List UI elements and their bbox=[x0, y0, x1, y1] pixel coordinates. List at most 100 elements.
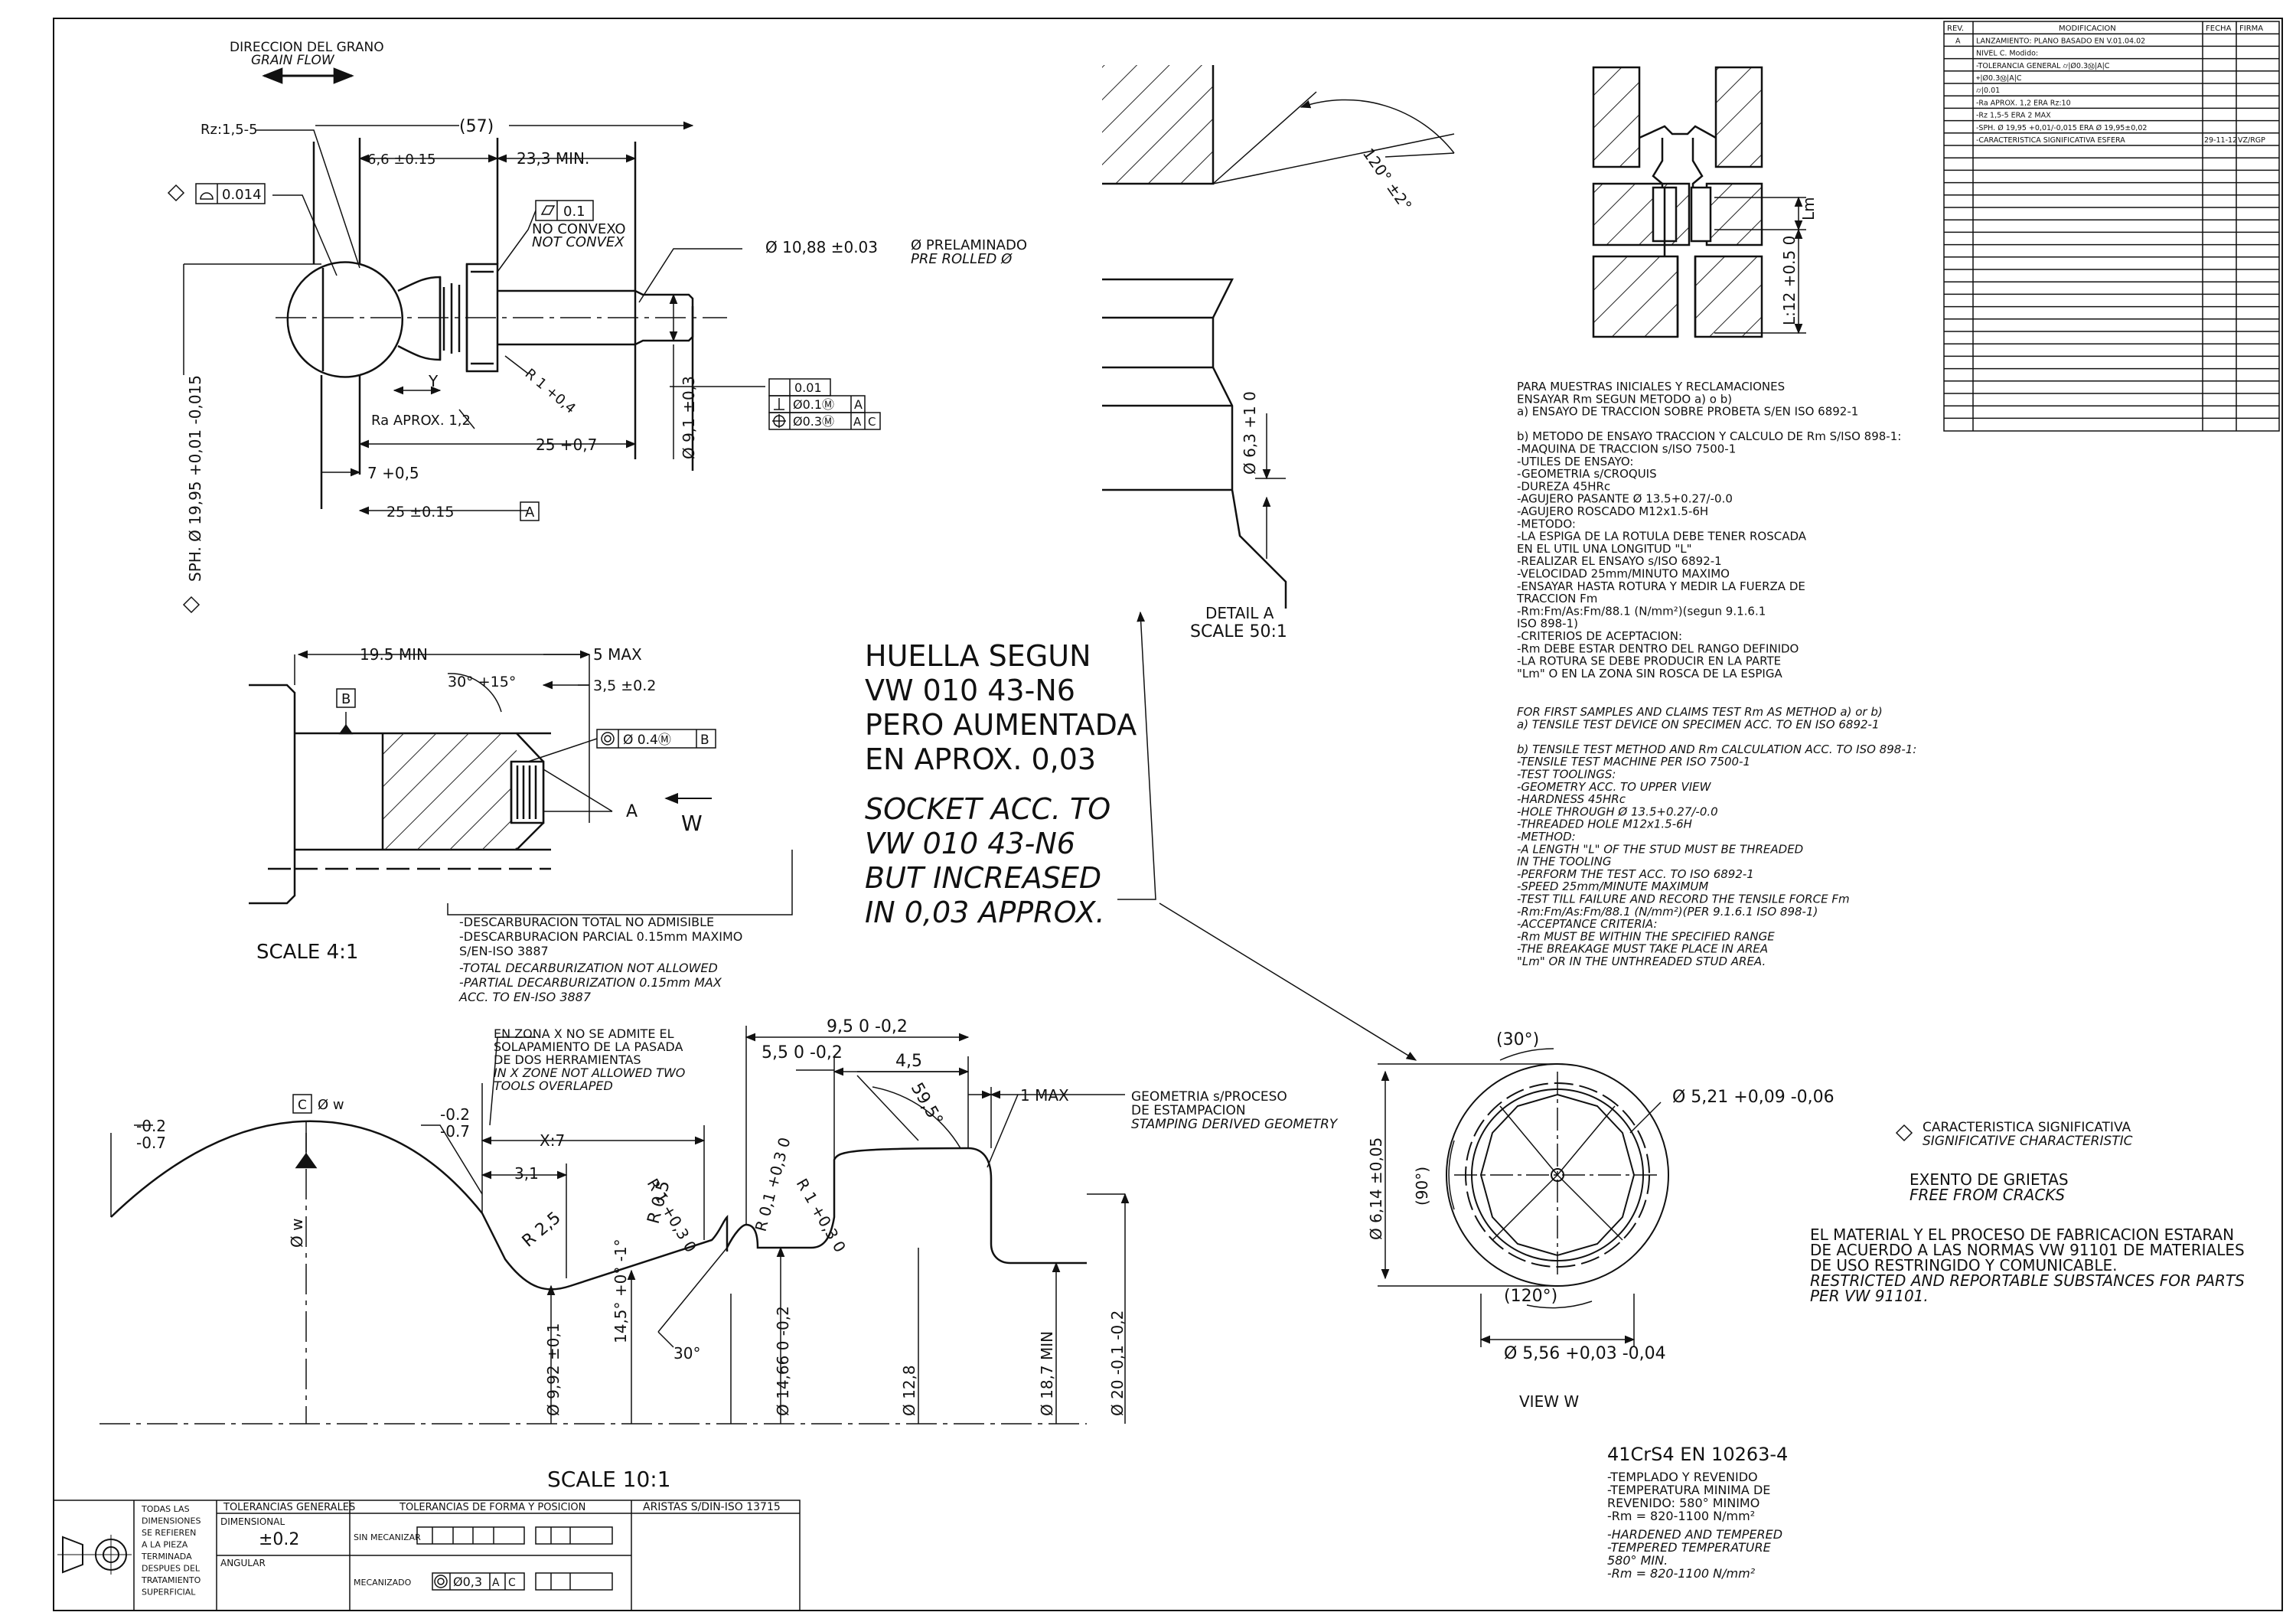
machined-tolerance: Ø0,3 bbox=[453, 1575, 482, 1589]
view-w-angle-120: (120°) bbox=[1504, 1287, 1557, 1306]
view-w-dim-6-14: Ø 6,14 ±0,05 bbox=[1367, 1137, 1385, 1240]
roughness-ra: Ra APROX. 1,2 bbox=[371, 413, 471, 429]
test-note-es-line-8: -DUREZA 45HRc bbox=[1517, 479, 1610, 493]
revision-table bbox=[1943, 21, 2280, 432]
dim-sphere-diameter: SPH. Ø 19,95 +0,01 -0,015 bbox=[186, 375, 204, 582]
material-treatment-es-line-3: -Rm = 820-1100 N/mm² bbox=[1607, 1509, 1755, 1523]
socket-en-line-2: BUT INCREASED bbox=[865, 861, 1101, 895]
datum-b-box bbox=[336, 688, 356, 708]
dim-diameter-14-66: Ø 14,66 0 -0,2 bbox=[774, 1306, 792, 1416]
revision-cell-3-1: ⌖|Ø0.3Ⓜ|A|C bbox=[1976, 74, 2022, 83]
significant-characteristic-diamond bbox=[182, 596, 201, 614]
test-note-es-line-19: ISO 898-1) bbox=[1517, 617, 1578, 631]
dim-y: Y bbox=[428, 372, 439, 390]
title-block-note-line-5: DESPUES DEL bbox=[142, 1564, 201, 1574]
test-note-es-line-1: ENSAYAR Rm SEGUN METODO a) o b) bbox=[1517, 392, 1732, 406]
stamping-note-en: STAMPING DERIVED GEOMETRY bbox=[1131, 1117, 1339, 1132]
dim-3-1: 3,1 bbox=[514, 1164, 539, 1183]
test-note-en-line-13: -PERFORM THE TEST ACC. TO ISO 6892-1 bbox=[1517, 867, 1754, 881]
position-value: Ø0.3Ⓜ bbox=[793, 414, 834, 429]
revision-cell-0-0: A bbox=[1955, 37, 1961, 45]
angle-30: 30° bbox=[673, 1344, 700, 1363]
revision-cell-2-1: -TOLERANCIA GENERAL ⌭|Ø0.3Ⓜ|A|C bbox=[1976, 62, 2110, 70]
test-note-en-line-18: -Rm MUST BE WITHIN THE SPECIFIED RANGE bbox=[1517, 929, 1775, 943]
restricted-substances-note-en: RESTRICTED AND REPORTABLE SUBSTANCES FOR… bbox=[1810, 1271, 2245, 1305]
decarb-en-line-0: -TOTAL DECARBURIZATION NOT ALLOWED bbox=[459, 961, 718, 975]
unmachined-label: SIN MECANIZAR bbox=[354, 1532, 421, 1542]
view-w-angle-30: (30°) bbox=[1496, 1030, 1539, 1049]
test-note-en-line-6: -GEOMETRY ACC. TO UPPER VIEW bbox=[1517, 780, 1712, 794]
title-block-note-line-1: DIMENSIONES bbox=[142, 1516, 201, 1526]
test-note-en-line-10: -METHOD: bbox=[1517, 830, 1576, 844]
significant-characteristic-es: CARACTERISTICA SIGNIFICATIVA bbox=[1923, 1120, 2131, 1135]
dim-5-max: 5 MAX bbox=[593, 645, 642, 664]
roughness-rz: Rz:1,5-5 bbox=[201, 122, 258, 138]
form-position-tolerances-label: TOLERANCIAS DE FORMA Y POSICION bbox=[399, 1502, 585, 1513]
datum-c-label: C bbox=[298, 1098, 307, 1113]
title-block-note-line-2: SE REFIEREN bbox=[142, 1528, 196, 1538]
test-note-en-line-5: -TEST TOOLINGS: bbox=[1517, 768, 1616, 782]
angular-label: ANGULAR bbox=[220, 1558, 266, 1568]
test-l12-label: L:12 +0.5 0 bbox=[1780, 236, 1799, 325]
datum-c-box bbox=[292, 1094, 312, 1114]
concentricity-datum: B bbox=[700, 733, 709, 748]
dim-6-6: 6,6 ±0.15 bbox=[367, 152, 436, 168]
flatness-value: 0.1 bbox=[563, 204, 585, 220]
flatness-frame bbox=[535, 200, 594, 221]
test-note-es-line-6: -UTILES DE ENSAYO: bbox=[1517, 455, 1633, 468]
test-note-es-line-5: -MAQUINA DE TRACCION s/ISO 7500-1 bbox=[1517, 442, 1736, 456]
test-note-en-line-11: -A LENGTH "L" OF THE STUD MUST BE THREAD… bbox=[1517, 842, 1803, 856]
revision-cell-0-1: LANZAMIENTO: PLANO BASADO EN V.01.04.02 bbox=[1976, 37, 2145, 45]
concentricity-frame bbox=[596, 729, 716, 749]
material-treatment-es-line-2: REVENIDO: 580° MINIMO bbox=[1607, 1496, 1760, 1510]
view-w-angle-90: (90°) bbox=[1413, 1167, 1431, 1206]
test-note-en-line-16: -Rm:Fm/As:Fm/88.1 (N/mm²)(PER 9.1.6.1 IS… bbox=[1517, 905, 1818, 919]
dim-5-5: 5,5 0 -0,2 bbox=[762, 1043, 843, 1062]
view-w-arrow-label: W bbox=[681, 811, 703, 836]
not-convex-en: NOT CONVEX bbox=[532, 234, 625, 250]
dim-x-7: X:7 bbox=[540, 1131, 565, 1150]
decarb-es-line-2: S/EN-ISO 3887 bbox=[459, 944, 549, 958]
dim-length-25-b: 25 ±0.15 bbox=[386, 504, 454, 521]
zone-en-line-0: IN X ZONE NOT ALLOWED TWO bbox=[494, 1066, 685, 1080]
revision-cell-8-1: -CARACTERISTICA SIGNIFICATIVA ESFERA bbox=[1976, 136, 2125, 145]
detail-scale-10-1 bbox=[99, 1026, 1130, 1425]
dim-length-25-a: 25 +0,7 bbox=[536, 436, 597, 454]
pre-rolled-es: Ø PRELAMINADO bbox=[911, 237, 1027, 253]
view-w-dim-5-56: Ø 5,56 +0,03 -0,04 bbox=[1504, 1344, 1666, 1363]
dim-3-5: 3,5 ±0.2 bbox=[593, 677, 656, 694]
cylindricity-value: 0.01 bbox=[794, 380, 822, 395]
dim-diameter-10-88: Ø 10,88 ±0.03 bbox=[765, 238, 878, 256]
title-block-note-line-3: A LA PIEZA bbox=[142, 1540, 188, 1550]
stamping-note-es-2: DE ESTAMPACION bbox=[1131, 1103, 1246, 1118]
revision-cell-8-3: VZ/RGP bbox=[2238, 136, 2265, 145]
stamping-note-es-1: GEOMETRIA s/PROCESO bbox=[1131, 1089, 1287, 1105]
section-a-label: A bbox=[626, 802, 638, 821]
zone-es-line-1: SOLAPAMIENTO DE LA PASADA bbox=[494, 1039, 683, 1054]
socket-es-line-0: HUELLA SEGUN bbox=[865, 639, 1091, 673]
decarb-es-line-0: -DESCARBURACION TOTAL NO ADMISIBLE bbox=[459, 915, 714, 929]
title-block-note-line-7: SUPERFICIAL bbox=[142, 1588, 196, 1598]
revision-cell-1-1: NIVEL C. Modido: bbox=[1976, 50, 2038, 58]
material-treatment-en-line-3: -Rm = 820-1100 N/mm² bbox=[1607, 1566, 1756, 1581]
detail-a-title: DETAIL A bbox=[1205, 604, 1274, 622]
test-note-es-line-2: a) ENSAYO DE TRACCION SOBRE PROBETA S/EN… bbox=[1517, 405, 1858, 419]
scale-4-1: SCALE 4:1 bbox=[256, 941, 358, 964]
test-note-es-line-10: -AGUJERO ROSCADO M12x1.5-6H bbox=[1517, 504, 1708, 518]
material-es-line-2: DE USO RESTRINGIDO Y COMUNICABLE. bbox=[1810, 1256, 2117, 1274]
profile-tolerance-value: 0.014 bbox=[222, 187, 262, 203]
detail-a-diameter: Ø 6,3 +1 0 bbox=[1241, 391, 1259, 475]
dim-radius-1: R 1 +0,4 bbox=[522, 366, 579, 417]
socket-en-line-1: VW 010 43-N6 bbox=[865, 827, 1075, 860]
title-block-note-line-4: TERMINADA bbox=[141, 1552, 192, 1562]
test-note-es-line-13: EN EL UTIL UNA LONGITUD "L" bbox=[1517, 542, 1692, 556]
zone-es-line-0: EN ZONA X NO SE ADMITE EL bbox=[494, 1026, 674, 1041]
view-w-title: VIEW W bbox=[1519, 1392, 1579, 1411]
machined-datum-c: C bbox=[508, 1577, 516, 1589]
socket-es-line-1: VW 010 43-N6 bbox=[865, 674, 1075, 707]
decarb-en-line-2: ACC. TO EN-ISO 3887 bbox=[458, 990, 592, 1004]
datum-a-box bbox=[520, 501, 540, 521]
edges-label: ARISTAS S/DIN-ISO 13715 bbox=[643, 1501, 781, 1513]
